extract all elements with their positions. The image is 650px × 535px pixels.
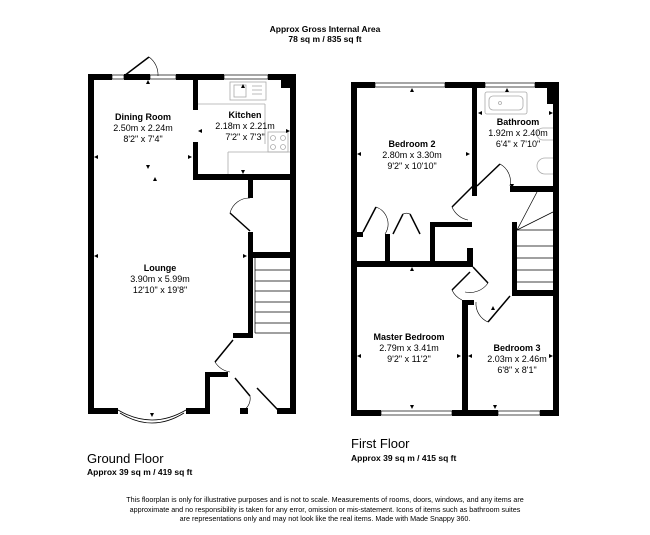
svg-text:Bedroom 3: Bedroom 3 <box>493 343 540 353</box>
svg-text:3.90m x 5.99m: 3.90m x 5.99m <box>130 274 190 284</box>
svg-text:2.79m x 3.41m: 2.79m x 3.41m <box>379 343 439 353</box>
gross-area-value: 78 sq m / 835 sq ft <box>288 34 362 44</box>
disclaimer-line-3: are representations only and may not loo… <box>179 514 471 523</box>
svg-text:2.80m x 3.30m: 2.80m x 3.30m <box>382 150 442 160</box>
bay-window <box>117 409 187 424</box>
svg-text:Lounge: Lounge <box>144 263 177 273</box>
ground-floor-area: Approx 39 sq m / 419 sq ft <box>87 467 193 477</box>
room-bedroom-2: Bedroom 2 2.80m x 3.30m 9'2" x 10'10" <box>382 139 442 171</box>
svg-text:Bedroom 2: Bedroom 2 <box>388 139 435 149</box>
svg-text:6'4" x 7'10": 6'4" x 7'10" <box>496 139 540 149</box>
first-internal-doors <box>362 163 511 323</box>
disclaimer: This floorplan is only for illustrative … <box>60 495 590 524</box>
first-measure-arrows <box>357 88 553 409</box>
first-windows <box>374 82 541 416</box>
ground-windows <box>111 74 269 80</box>
svg-text:Master Bedroom: Master Bedroom <box>373 332 444 342</box>
svg-text:Bathroom: Bathroom <box>497 117 540 127</box>
svg-text:9'2" x 10'10": 9'2" x 10'10" <box>387 161 436 171</box>
svg-text:2.50m x 2.24m: 2.50m x 2.24m <box>113 123 173 133</box>
room-lounge: Lounge 3.90m x 5.99m 12'10" x 19'8" <box>130 263 190 295</box>
room-bathroom: Bathroom 1.92m x 2.40m 6'4" x 7'10" <box>488 117 548 149</box>
svg-text:2.03m x 2.46m: 2.03m x 2.46m <box>487 354 547 364</box>
svg-text:2.18m x 2.21m: 2.18m x 2.21m <box>215 121 275 131</box>
svg-text:Kitchen: Kitchen <box>228 110 261 120</box>
first-stairs <box>516 191 554 283</box>
svg-text:1.92m x 2.40m: 1.92m x 2.40m <box>488 128 548 138</box>
svg-text:8'2" x 7'4": 8'2" x 7'4" <box>123 134 162 144</box>
gross-area-title: Approx Gross Internal Area <box>269 24 381 34</box>
back-door <box>123 56 159 77</box>
ground-measure-arrows <box>94 80 290 417</box>
svg-text:6'8" x 8'1": 6'8" x 8'1" <box>497 365 536 375</box>
room-master-bedroom: Master Bedroom 2.79m x 3.41m 9'2" x 11'2… <box>373 332 444 364</box>
svg-text:7'2" x 7'3": 7'2" x 7'3" <box>225 132 264 142</box>
ground-floor-title: Ground Floor <box>87 451 164 466</box>
room-kitchen: Kitchen 2.18m x 2.21m 7'2" x 7'3" <box>215 110 275 142</box>
svg-text:Dining Room: Dining Room <box>115 112 171 122</box>
room-dining: Dining Room 2.50m x 2.24m 8'2" x 7'4" <box>113 112 173 144</box>
ground-floor-plan <box>88 74 296 414</box>
ground-stairs <box>254 258 290 334</box>
svg-text:12'10" x 19'8": 12'10" x 19'8" <box>133 285 187 295</box>
first-floor-plan <box>351 82 559 416</box>
first-floor-title: First Floor <box>351 436 410 451</box>
disclaimer-line-2: approximate and no responsibility is tak… <box>129 504 521 514</box>
ground-internal-doors <box>214 197 279 411</box>
kitchen-fixtures <box>198 81 290 174</box>
disclaimer-line-1: This floorplan is only for illustrative … <box>126 495 524 504</box>
svg-text:9'2" x 11'2": 9'2" x 11'2" <box>387 354 431 364</box>
room-bedroom-3: Bedroom 3 2.03m x 2.46m 6'8" x 8'1" <box>487 343 547 375</box>
first-floor-area: Approx 39 sq m / 415 sq ft <box>351 453 457 463</box>
